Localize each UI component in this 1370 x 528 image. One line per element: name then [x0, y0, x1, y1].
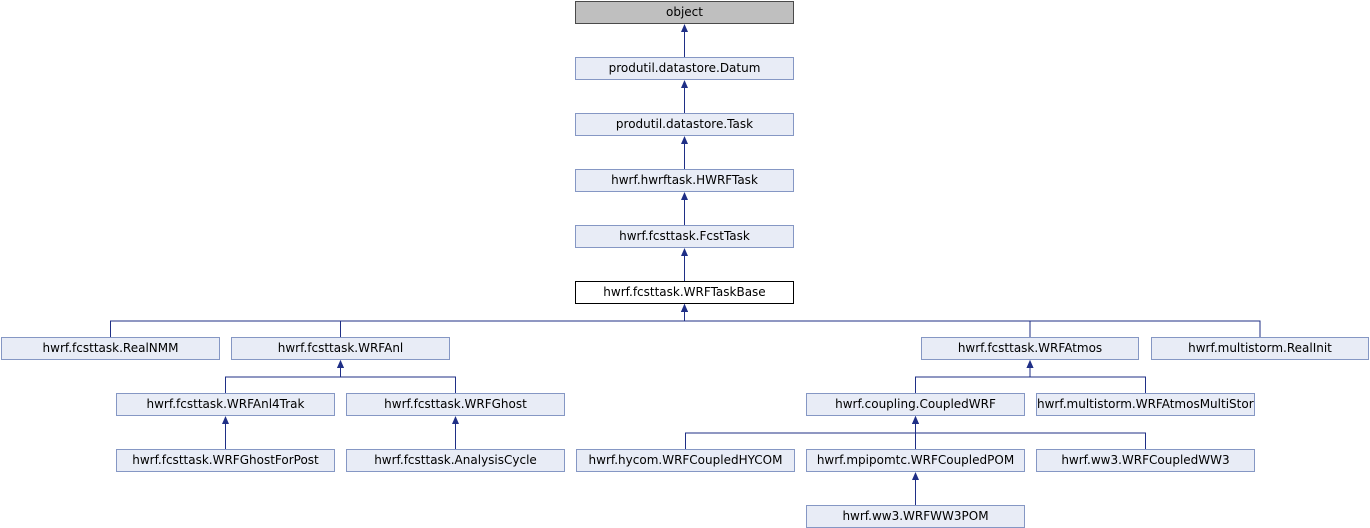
edge-line	[340, 368, 456, 393]
edge-coupledwrf-to-wrfatmos	[915, 360, 1034, 393]
edge-arrowhead	[912, 472, 919, 480]
edge-line	[684, 312, 1261, 337]
node-hwrf-multistorm-wrfatmosmultistorm[interactable]: hwrf.multistorm.WRFAtmosMultiStorm	[1036, 393, 1255, 416]
edge-arrowhead	[681, 24, 688, 32]
edge-datum-to-object	[681, 24, 688, 57]
node-hwrf-fcsttask-realnmm[interactable]: hwrf.fcsttask.RealNMM	[1, 337, 220, 360]
edge-arrowhead	[681, 192, 688, 200]
edge-wrfghost-to-wrfanl	[337, 360, 456, 393]
edge-arrowhead	[1026, 360, 1034, 368]
edge-line	[684, 312, 1031, 337]
edge-wrfcoupledww3-to-coupledwrf	[912, 416, 1146, 449]
node-hwrf-coupling-coupledwrf[interactable]: hwrf.coupling.CoupledWRF	[806, 393, 1025, 416]
edge-analysiscycle-to-wrfghost	[452, 416, 459, 449]
node-hwrf-multistorm-realinit[interactable]: hwrf.multistorm.RealInit	[1151, 337, 1369, 360]
edge-hwrftask-to-task	[681, 136, 688, 169]
edge-arrowhead	[337, 360, 344, 368]
node-hwrf-fcsttask-wrfanl[interactable]: hwrf.fcsttask.WRFAnl	[231, 337, 450, 360]
node-produtil-datastore-datum[interactable]: produtil.datastore.Datum	[575, 57, 794, 80]
node-hwrf-fcsttask-wrfghostforpost[interactable]: hwrf.fcsttask.WRFGhostForPost	[116, 449, 335, 472]
node-hwrf-ww3-wrfww3pom[interactable]: hwrf.ww3.WRFWW3POM	[806, 505, 1025, 528]
node-object: object	[575, 1, 794, 24]
edge-arrowhead	[681, 80, 688, 88]
node-hwrf-mpipomtc-wrfcoupledpom[interactable]: hwrf.mpipomtc.WRFCoupledPOM	[806, 449, 1025, 472]
node-hwrf-fcsttask-fcsttask[interactable]: hwrf.fcsttask.FcstTask	[575, 225, 794, 248]
edge-line	[1029, 368, 1146, 393]
edge-line	[685, 424, 916, 449]
edge-line	[110, 312, 685, 337]
edge-wrftaskbase-to-fcsttask	[681, 248, 688, 281]
edge-arrowhead	[681, 248, 688, 256]
edge-line	[225, 368, 341, 393]
node-hwrf-fcsttask-wrfghost[interactable]: hwrf.fcsttask.WRFGhost	[346, 393, 565, 416]
edge-arrowhead	[681, 304, 688, 312]
edge-arrowhead	[912, 416, 919, 424]
edge-arrowhead	[222, 416, 229, 424]
edge-wrfanl4trak-to-wrfanl	[225, 360, 344, 393]
edge-realinit-to-wrftaskbase	[681, 304, 1261, 337]
edge-wrfcoupledhycom-to-coupledwrf	[685, 416, 919, 449]
node-hwrf-fcsttask-wrfanl4trak[interactable]: hwrf.fcsttask.WRFAnl4Trak	[116, 393, 335, 416]
node-hwrf-hwrftask-hwrftask[interactable]: hwrf.hwrftask.HWRFTask	[575, 169, 794, 192]
edge-wrfghostforpost-to-wrfanl4trak	[222, 416, 229, 449]
edge-line	[915, 368, 1031, 393]
edge-wrfatmosmultistorm-to-wrfatmos	[1026, 360, 1146, 393]
edge-wrfanl-to-wrftaskbase	[340, 304, 688, 337]
edge-arrowhead	[452, 416, 459, 424]
node-produtil-datastore-task[interactable]: produtil.datastore.Task	[575, 113, 794, 136]
node-hwrf-ww3-wrfcoupledww3[interactable]: hwrf.ww3.WRFCoupledWW3	[1036, 449, 1255, 472]
edge-arrowhead	[681, 136, 688, 144]
edge-task-to-datum	[681, 80, 688, 113]
node-hwrf-fcsttask-wrftaskbase: hwrf.fcsttask.WRFTaskBase	[575, 281, 794, 304]
node-hwrf-fcsttask-wrfatmos[interactable]: hwrf.fcsttask.WRFAtmos	[921, 337, 1139, 360]
node-hwrf-fcsttask-analysiscycle[interactable]: hwrf.fcsttask.AnalysisCycle	[346, 449, 565, 472]
edge-line	[340, 312, 685, 337]
edge-line	[915, 424, 1146, 449]
edge-fcsttask-to-hwrftask	[681, 192, 688, 225]
node-hwrf-hycom-wrfcoupledhycom[interactable]: hwrf.hycom.WRFCoupledHYCOM	[576, 449, 795, 472]
edge-wrfww3pom-to-wrfcoupledpom	[912, 472, 919, 505]
